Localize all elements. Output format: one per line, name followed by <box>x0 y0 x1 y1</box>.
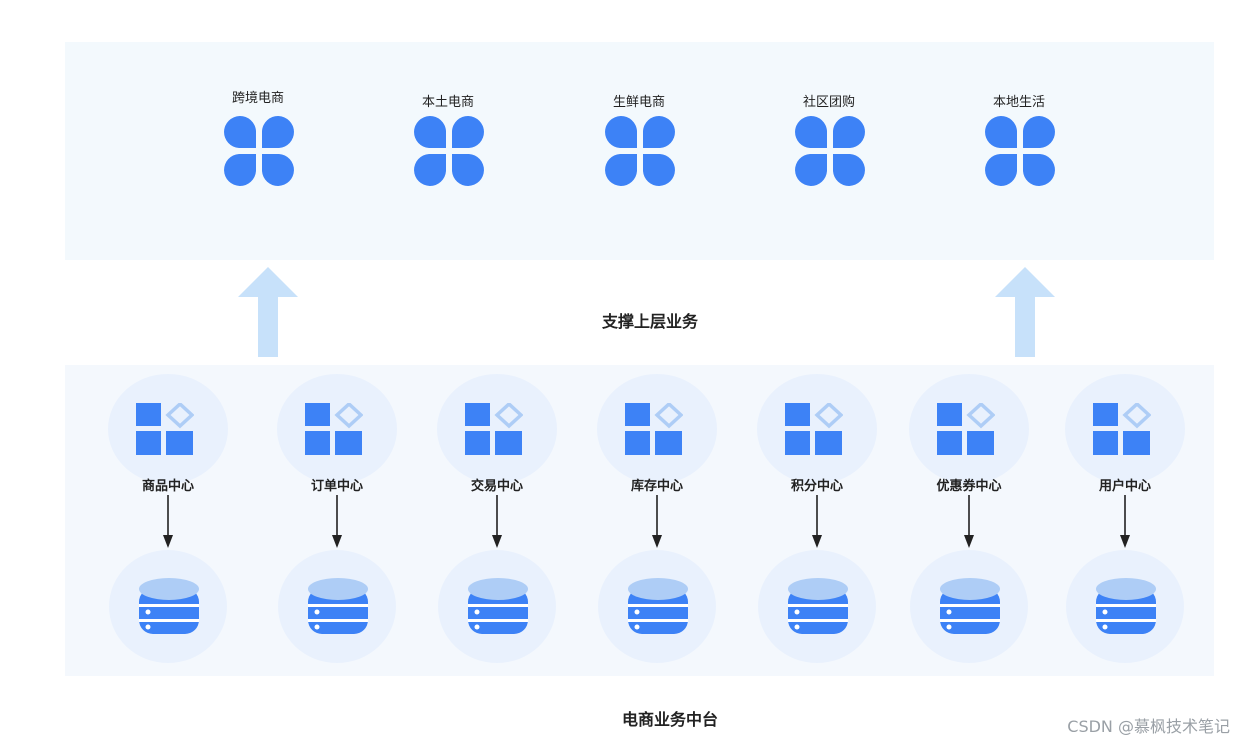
service-label: 积分中心 <box>790 479 843 494</box>
down-arrow-icon <box>163 495 173 548</box>
business-label: 生鲜电商 <box>612 95 665 110</box>
blocks-diamond-icon <box>625 403 683 455</box>
down-arrow-icon <box>1120 495 1130 548</box>
down-arrow-icon <box>492 495 502 548</box>
database-icon <box>788 578 848 634</box>
service-icon-circle <box>597 374 717 484</box>
down-arrow-icon <box>332 495 342 548</box>
service-icon-circle <box>277 374 397 484</box>
service-label: 交易中心 <box>470 479 523 494</box>
platform-layer-panel: 商品中心 订单中心 <box>65 365 1214 676</box>
four-petal-icon <box>605 116 675 186</box>
blocks-diamond-icon <box>305 403 363 455</box>
four-petal-icon <box>414 116 484 186</box>
business-label: 本地生活 <box>992 95 1045 110</box>
down-arrow-icon <box>964 495 974 548</box>
service-label: 订单中心 <box>310 479 363 494</box>
four-petal-icon <box>985 116 1055 186</box>
database-icon <box>1096 578 1156 634</box>
support-label: 支撑上层业务 <box>601 312 698 331</box>
business-label: 跨境电商 <box>231 91 284 106</box>
service-icon-circle <box>108 374 228 484</box>
up-arrow-icon <box>238 267 298 357</box>
service-label: 库存中心 <box>630 479 683 494</box>
service-label: 优惠券中心 <box>936 479 1002 494</box>
business-label: 社区团购 <box>802 95 855 110</box>
business-layer-panel: 跨境电商 本土电商 生鲜电商 社区团购 <box>65 42 1214 260</box>
service-icon-circle <box>437 374 557 484</box>
database-icon <box>308 578 368 634</box>
service-icon-circle <box>757 374 877 484</box>
service-label: 用户中心 <box>1098 479 1151 494</box>
watermark: CSDN @慕枫技术笔记 <box>1067 717 1230 736</box>
database-icon <box>139 578 199 634</box>
four-petal-icon <box>795 116 865 186</box>
down-arrow-icon <box>652 495 662 548</box>
platform-label: 电商业务中台 <box>621 710 718 729</box>
blocks-diamond-icon <box>785 403 843 455</box>
service-label: 商品中心 <box>141 479 194 494</box>
business-label: 本土电商 <box>421 95 474 110</box>
blocks-diamond-icon <box>465 403 523 455</box>
database-icon <box>628 578 688 634</box>
service-icon-circle <box>1065 374 1185 484</box>
four-petal-icon <box>224 116 294 186</box>
service-icon-circle <box>909 374 1029 484</box>
up-arrow-icon <box>995 267 1055 357</box>
database-icon <box>468 578 528 634</box>
database-icon <box>940 578 1000 634</box>
blocks-diamond-icon <box>136 403 194 455</box>
blocks-diamond-icon <box>1093 403 1151 455</box>
down-arrow-icon <box>812 495 822 548</box>
blocks-diamond-icon <box>937 403 995 455</box>
